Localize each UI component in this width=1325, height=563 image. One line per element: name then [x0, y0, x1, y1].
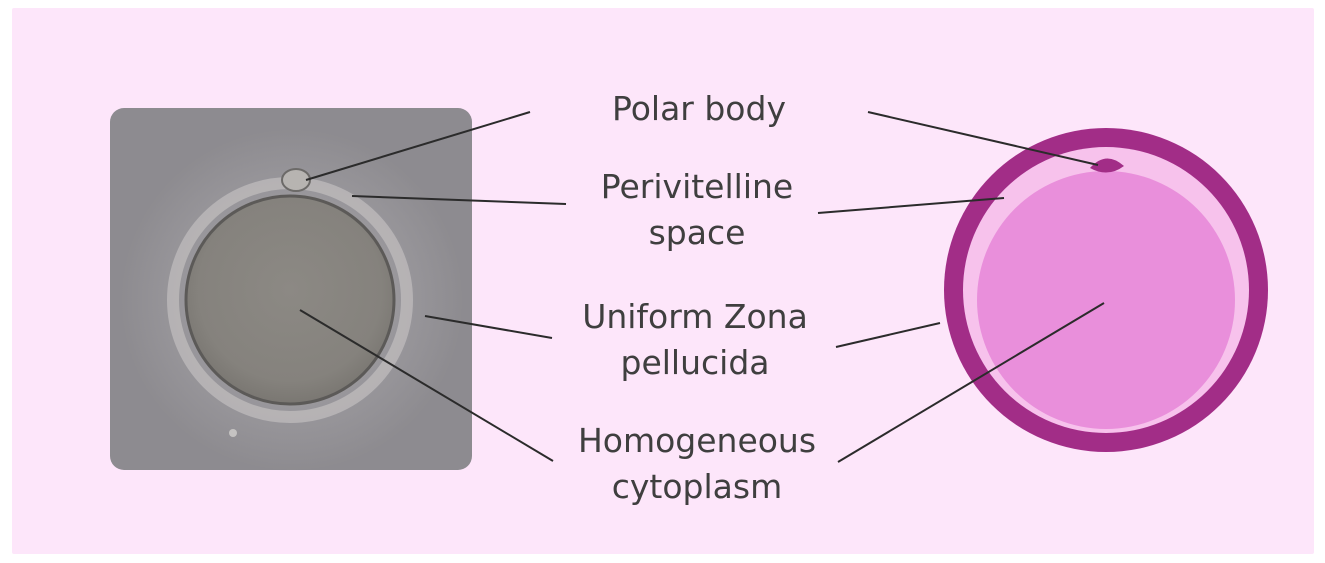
label-cytoplasm: Homogeneous cytoplasm [517, 418, 877, 510]
label-polar-body: Polar body [519, 86, 879, 132]
label-cytoplasm-line-2: cytoplasm [517, 464, 877, 510]
label-perivitelline-line-1: Perivitelline [517, 164, 877, 210]
label-zona-line-2: pellucida [515, 340, 875, 386]
label-perivitelline-space: Perivitelline space [517, 164, 877, 256]
label-perivitelline-line-2: space [517, 210, 877, 256]
label-zona-line-1: Uniform Zona [515, 294, 875, 340]
label-zona-pellucida: Uniform Zona pellucida [515, 294, 875, 386]
label-cytoplasm-line-1: Homogeneous [517, 418, 877, 464]
label-polar-body-line-1: Polar body [519, 86, 879, 132]
